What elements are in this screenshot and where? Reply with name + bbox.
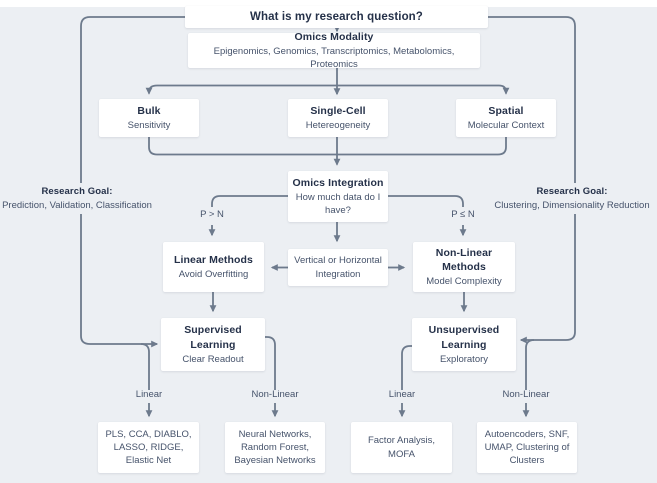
- leaf-line: PLS, CCA, DIABLO,: [105, 428, 192, 440]
- node-supervised-learning: Supervised Learning Clear Readout: [161, 318, 265, 371]
- node-single-cell-title: Single-Cell: [310, 105, 366, 117]
- node-spatial: Spatial Molecular Context: [456, 99, 556, 137]
- leaf-line: Clusters: [509, 455, 545, 467]
- label-p-less-equal-n: P ≤ N: [451, 209, 475, 221]
- connector-supervised-nonlinear-branch: [265, 336, 276, 390]
- node-omics-modality-subtitle: Epigenomics, Genomics, Transcriptomics, …: [213, 45, 455, 70]
- node-leaf-linear-supervised: PLS, CCA, DIABLO, LASSO, RIDGE, Elastic …: [98, 422, 199, 473]
- label-research-goal-right-subtitle: Clustering, Dimensionality Reduction: [494, 199, 650, 211]
- node-omics-modality: Omics Modality Epigenomics, Genomics, Tr…: [188, 30, 480, 70]
- node-linear-methods-title: Linear Methods: [174, 254, 253, 266]
- label-research-goal-right: Research Goal: Clustering, Dimensionalit…: [487, 183, 657, 214]
- node-unsupervised-learning-subtitle: Exploratory: [439, 353, 489, 365]
- leaf-line: Autoencoders, SNF,: [484, 428, 570, 440]
- node-leaf-nonlinear-supervised: Neural Networks, Random Forest, Bayesian…: [225, 422, 325, 473]
- node-omics-integration: Omics Integration How much data do I hav…: [288, 171, 388, 222]
- node-research-question: What is my research question?: [185, 6, 488, 28]
- node-nonlinear-methods-title: Non-Linear Methods: [435, 246, 493, 274]
- node-single-cell-subtitle: Hetereogeneity: [305, 119, 371, 131]
- node-supervised-learning-subtitle: Clear Readout: [182, 353, 244, 365]
- leaf-line: Elastic Net: [125, 455, 172, 467]
- node-nonlinear-methods-subtitle: Model Complexity: [426, 276, 502, 288]
- node-bulk: Bulk Sensitivity: [99, 99, 199, 137]
- top-white-strip: [0, 0, 657, 7]
- connector-right-rail: [488, 16, 576, 344]
- label-supervised-nonlinear: Non-Linear: [251, 389, 299, 401]
- label-unsupervised-linear: Linear: [388, 389, 416, 401]
- connector-plen-bracket: [388, 195, 464, 207]
- node-leaf-linear-unsupervised: Factor Analysis, MOFA: [351, 422, 452, 473]
- node-spatial-title: Spatial: [488, 105, 524, 117]
- node-nonlinear-methods: Non-Linear Methods Model Complexity: [413, 242, 515, 292]
- node-omics-integration-title: Omics Integration: [292, 176, 384, 189]
- leaf-line: Random Forest,: [240, 441, 310, 453]
- connector-left-rail-linear-branch: [140, 343, 150, 390]
- leaf-line: MOFA: [388, 448, 415, 460]
- node-leaf-nonlinear-unsupervised: Autoencoders, SNF, UMAP, Clustering of C…: [477, 422, 577, 473]
- label-research-goal-left-subtitle: Prediction, Validation, Classification: [2, 199, 152, 211]
- label-p-greater-n: P > N: [200, 209, 224, 221]
- node-omics-modality-title: Omics Modality: [294, 30, 374, 43]
- node-single-cell: Single-Cell Hetereogeneity: [288, 99, 388, 137]
- connector-left-rail: [80, 16, 185, 348]
- node-spatial-subtitle: Molecular Context: [467, 119, 545, 131]
- node-omics-integration-subtitle: How much data do I have?: [295, 191, 381, 216]
- node-bulk-title: Bulk: [137, 105, 161, 117]
- connector-split-to-spatial: [337, 84, 510, 95]
- node-vh-integration: Vertical or Horizontal Integration: [288, 249, 388, 286]
- node-unsupervised-learning-title: Unsupervised Learning: [428, 324, 500, 351]
- label-supervised-linear: Linear: [135, 389, 163, 401]
- label-unsupervised-nonlinear: Non-Linear: [502, 389, 550, 401]
- node-bulk-subtitle: Sensitivity: [127, 119, 171, 131]
- connector-split-to-bulk: [145, 84, 337, 95]
- leaf-line: Factor Analysis,: [367, 435, 436, 447]
- leaf-line: UMAP, Clustering of: [484, 441, 570, 453]
- label-research-goal-left-title: Research Goal:: [41, 185, 113, 197]
- node-supervised-learning-title: Supervised Learning: [184, 324, 242, 351]
- node-unsupervised-learning: Unsupervised Learning Exploratory: [412, 318, 516, 371]
- connector-merge-right: [337, 137, 507, 156]
- node-vh-integration-line2: Integration: [315, 268, 361, 280]
- label-research-goal-left: Research Goal: Prediction, Validation, C…: [0, 183, 162, 214]
- node-linear-methods: Linear Methods Avoid Overfitting: [163, 242, 264, 292]
- connector-merge-left: [148, 137, 337, 156]
- connector-pgtn-bracket: [211, 195, 288, 207]
- leaf-line: Bayesian Networks: [234, 455, 316, 467]
- connector-unsupervised-linear-branch: [401, 345, 413, 390]
- leaf-line: Neural Networks,: [238, 428, 312, 440]
- node-research-question-title: What is my research question?: [250, 10, 423, 23]
- node-vh-integration-line1: Vertical or Horizontal: [294, 255, 382, 267]
- label-research-goal-right-title: Research Goal:: [536, 185, 608, 197]
- connector-right-rail-nonlinear-branch: [525, 339, 535, 390]
- leaf-line: LASSO, RIDGE,: [113, 441, 184, 453]
- node-linear-methods-subtitle: Avoid Overfitting: [178, 268, 249, 280]
